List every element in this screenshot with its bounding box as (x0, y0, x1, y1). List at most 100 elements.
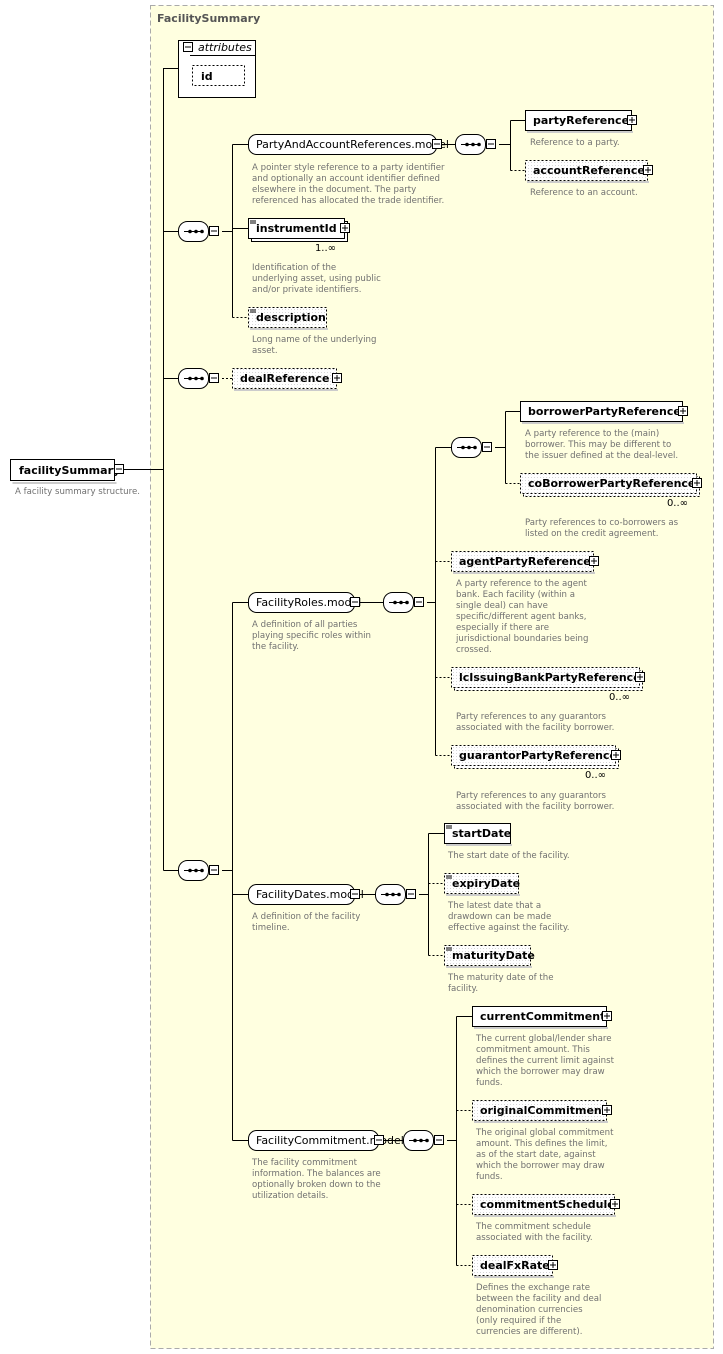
lcIssuingBankPartyReference-label: lcIssuingBankPartyReference (459, 671, 641, 684)
sequence-compositor[interactable] (178, 860, 219, 881)
instrumentId-node[interactable]: instrumentId (248, 218, 350, 242)
lcIssuingBankPartyReference-node[interactable]: lcIssuingBankPartyReference (451, 667, 645, 691)
sequence-compositor[interactable] (403, 1130, 444, 1151)
collapse-icon[interactable] (406, 889, 416, 899)
sequence-compositor[interactable] (455, 134, 496, 155)
facilityDates-node[interactable]: FacilityDates.model (248, 884, 364, 905)
collapse-icon[interactable] (482, 442, 492, 452)
borrowerPartyReference-node[interactable]: borrowerPartyReference (520, 401, 688, 425)
facilityCommitment-label: FacilityCommitment.model (256, 1134, 404, 1147)
agentPartyReference-label: agentPartyReference (459, 555, 591, 568)
attribute-id-label: id (201, 70, 213, 83)
collapse-icon[interactable] (374, 1135, 384, 1145)
collapse-icon[interactable] (209, 373, 219, 383)
collapse-icon[interactable] (434, 1135, 444, 1145)
collapse-icon[interactable] (209, 865, 219, 875)
facilityCommitment-node[interactable]: FacilityCommitment.model (248, 1130, 404, 1151)
description-label: description (256, 311, 326, 324)
commitmentSchedule-node[interactable]: commitmentSchedule (472, 1194, 620, 1218)
expand-icon[interactable] (602, 1105, 612, 1115)
maturityDate-node[interactable]: maturityDate (444, 945, 535, 969)
instrumentId-cardinality: 1..∞ (315, 243, 336, 254)
description-node[interactable]: description (248, 307, 329, 331)
root-element-doc: A facility summary structure. (15, 487, 140, 497)
sequence-compositor[interactable] (375, 884, 416, 905)
partyReference-node[interactable]: partyReference (525, 110, 637, 134)
sequence-compositor[interactable] (178, 221, 219, 242)
expand-icon[interactable] (635, 672, 645, 682)
facilityRoles-label: FacilityRoles.model (256, 596, 361, 609)
collapse-icon[interactable] (114, 464, 124, 474)
dealReference-node[interactable]: dealReference (232, 368, 342, 392)
collapse-icon[interactable] (414, 597, 424, 607)
expand-icon[interactable] (340, 223, 350, 233)
originalCommitment-node[interactable]: originalCommitment (472, 1100, 612, 1124)
facilityDates-label: FacilityDates.model (256, 888, 364, 901)
lcIssuingBankPartyReference-cardinality: 0..∞ (609, 692, 630, 703)
expand-icon[interactable] (643, 165, 653, 175)
partyAndAccount-doc: A pointer style reference to a party ide… (252, 163, 445, 206)
type-title: FacilitySummary (157, 12, 260, 25)
startDate-doc: The start date of the facility. (447, 851, 570, 861)
expand-icon[interactable] (332, 373, 342, 383)
coBorrowerPartyReference-node[interactable]: coBorrowerPartyReference (520, 473, 702, 497)
facilityRoles-node[interactable]: FacilityRoles.model (248, 592, 362, 613)
agentPartyReference-node[interactable]: agentPartyReference (451, 551, 599, 575)
startDate-node[interactable]: startDate (444, 823, 513, 847)
attribute-id[interactable] (192, 65, 245, 86)
expand-icon[interactable] (692, 478, 702, 488)
sequence-compositor[interactable] (178, 368, 219, 389)
collapse-icon[interactable] (350, 889, 360, 899)
partyReference-label: partyReference (533, 114, 629, 127)
accountReference-label: accountReference (533, 164, 645, 177)
expiryDate-node[interactable]: expiryDate (444, 873, 521, 897)
partyAndAccount-label: PartyAndAccountReferences.model (256, 138, 449, 151)
sequence-compositor[interactable] (383, 592, 424, 613)
maturityDate-label: maturityDate (452, 949, 535, 962)
guarantorPartyReference-label: guarantorPartyReference (459, 749, 617, 762)
coBorrowerPartyReference-label: coBorrowerPartyReference (528, 477, 695, 490)
collapse-icon[interactable] (209, 226, 219, 236)
expand-icon[interactable] (678, 406, 688, 416)
accountReference-node[interactable]: accountReference (525, 160, 653, 184)
dealReference-label: dealReference (240, 372, 329, 385)
partyAndAccount-node[interactable]: PartyAndAccountReferences.model (248, 134, 450, 155)
borrowerPartyReference-doc: A party reference to the (main)borrower.… (525, 429, 678, 461)
connectors (124, 68, 525, 1266)
accountReference-doc: Reference to an account. (530, 188, 638, 198)
root-element[interactable]: facilitySummary (10, 459, 124, 485)
currentCommitment-node[interactable]: currentCommitment (472, 1006, 612, 1030)
expand-icon[interactable] (610, 1199, 620, 1209)
collapse-icon[interactable] (350, 597, 360, 607)
collapse-icon[interactable] (183, 42, 193, 52)
collapse-icon[interactable] (486, 139, 496, 149)
sequence-compositor[interactable] (451, 437, 492, 458)
expand-icon[interactable] (627, 115, 637, 125)
expand-icon[interactable] (548, 1260, 558, 1270)
commitmentSchedule-label: commitmentSchedule (480, 1198, 615, 1211)
expand-icon[interactable] (611, 750, 621, 760)
borrowerPartyReference-label: borrowerPartyReference (528, 405, 681, 418)
guarantorPartyReference-cardinality: 0..∞ (585, 770, 606, 781)
partyReference-doc: Reference to a party. (530, 138, 620, 148)
dealFxRate-label: dealFxRate (480, 1259, 550, 1272)
collapse-icon[interactable] (432, 139, 442, 149)
expand-icon[interactable] (602, 1011, 612, 1021)
attributes-group: attributes id (178, 40, 256, 98)
dealFxRate-node[interactable]: dealFxRate (472, 1255, 558, 1279)
expand-icon[interactable] (589, 556, 599, 566)
guarantorPartyReference-node[interactable]: guarantorPartyReference (451, 745, 621, 769)
root-element-name: facilitySummary (19, 464, 120, 477)
